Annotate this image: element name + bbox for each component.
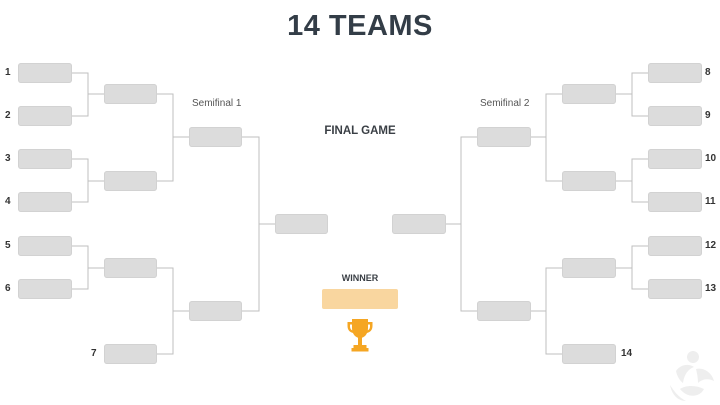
slot-left-r1-1 xyxy=(18,63,72,83)
slot-left-r1-4 xyxy=(18,192,72,212)
slot-left-r1-3 xyxy=(18,149,72,169)
slot-right-r1-6 xyxy=(648,279,702,299)
winner-label: WINNER xyxy=(341,273,379,283)
seed-number: 10 xyxy=(705,153,717,164)
final-game-label: FINAL GAME xyxy=(324,125,396,137)
trophy-icon xyxy=(347,319,373,352)
seed-number: 7 xyxy=(91,348,97,359)
slot-right-semifinal-1 xyxy=(477,127,531,147)
watermark-logo xyxy=(670,351,714,401)
slot-right-r2-2 xyxy=(562,171,616,191)
slot-right-r1-1 xyxy=(648,63,702,83)
seed-number: 12 xyxy=(705,240,717,251)
page-title: 14 TEAMS xyxy=(287,10,433,42)
slot-right-semifinal-2 xyxy=(477,301,531,321)
seed-number: 5 xyxy=(5,240,11,251)
slot-left-r2-3 xyxy=(104,258,157,278)
semifinal-2-label: Semifinal 2 xyxy=(480,98,530,109)
seed-number: 1 xyxy=(5,67,11,78)
slot-left-r1-5 xyxy=(18,236,72,256)
seed-number: 2 xyxy=(5,110,11,121)
seed-number: 4 xyxy=(5,196,11,207)
slot-left-semifinal-2 xyxy=(189,301,242,321)
slot-left-r2-4 xyxy=(104,344,157,364)
seed-number: 11 xyxy=(705,196,716,207)
slot-right-r1-5 xyxy=(648,236,702,256)
slot-left-r1-2 xyxy=(18,106,72,126)
winner-slot xyxy=(322,289,398,309)
slot-left-r2-1 xyxy=(104,84,157,104)
semifinal-1-label: Semifinal 1 xyxy=(192,98,242,109)
slot-right-r1-4 xyxy=(648,192,702,212)
slot-right-r1-3 xyxy=(648,149,702,169)
slot-right-r1-2 xyxy=(648,106,702,126)
seed-number: 9 xyxy=(705,110,711,121)
seed-number: 14 xyxy=(621,348,633,359)
slot-left-semifinal-1 xyxy=(189,127,242,147)
slot-right-r2-3 xyxy=(562,258,616,278)
slot-left-r1-6 xyxy=(18,279,72,299)
seed-number: 8 xyxy=(705,67,711,78)
slot-final-right xyxy=(392,214,446,234)
slot-left-r2-2 xyxy=(104,171,157,191)
seed-number: 6 xyxy=(5,283,11,294)
seed-number: 3 xyxy=(5,153,11,164)
slot-final-left xyxy=(275,214,328,234)
slot-right-r2-4 xyxy=(562,344,616,364)
slot-right-r2-1 xyxy=(562,84,616,104)
seed-number: 13 xyxy=(705,283,717,294)
